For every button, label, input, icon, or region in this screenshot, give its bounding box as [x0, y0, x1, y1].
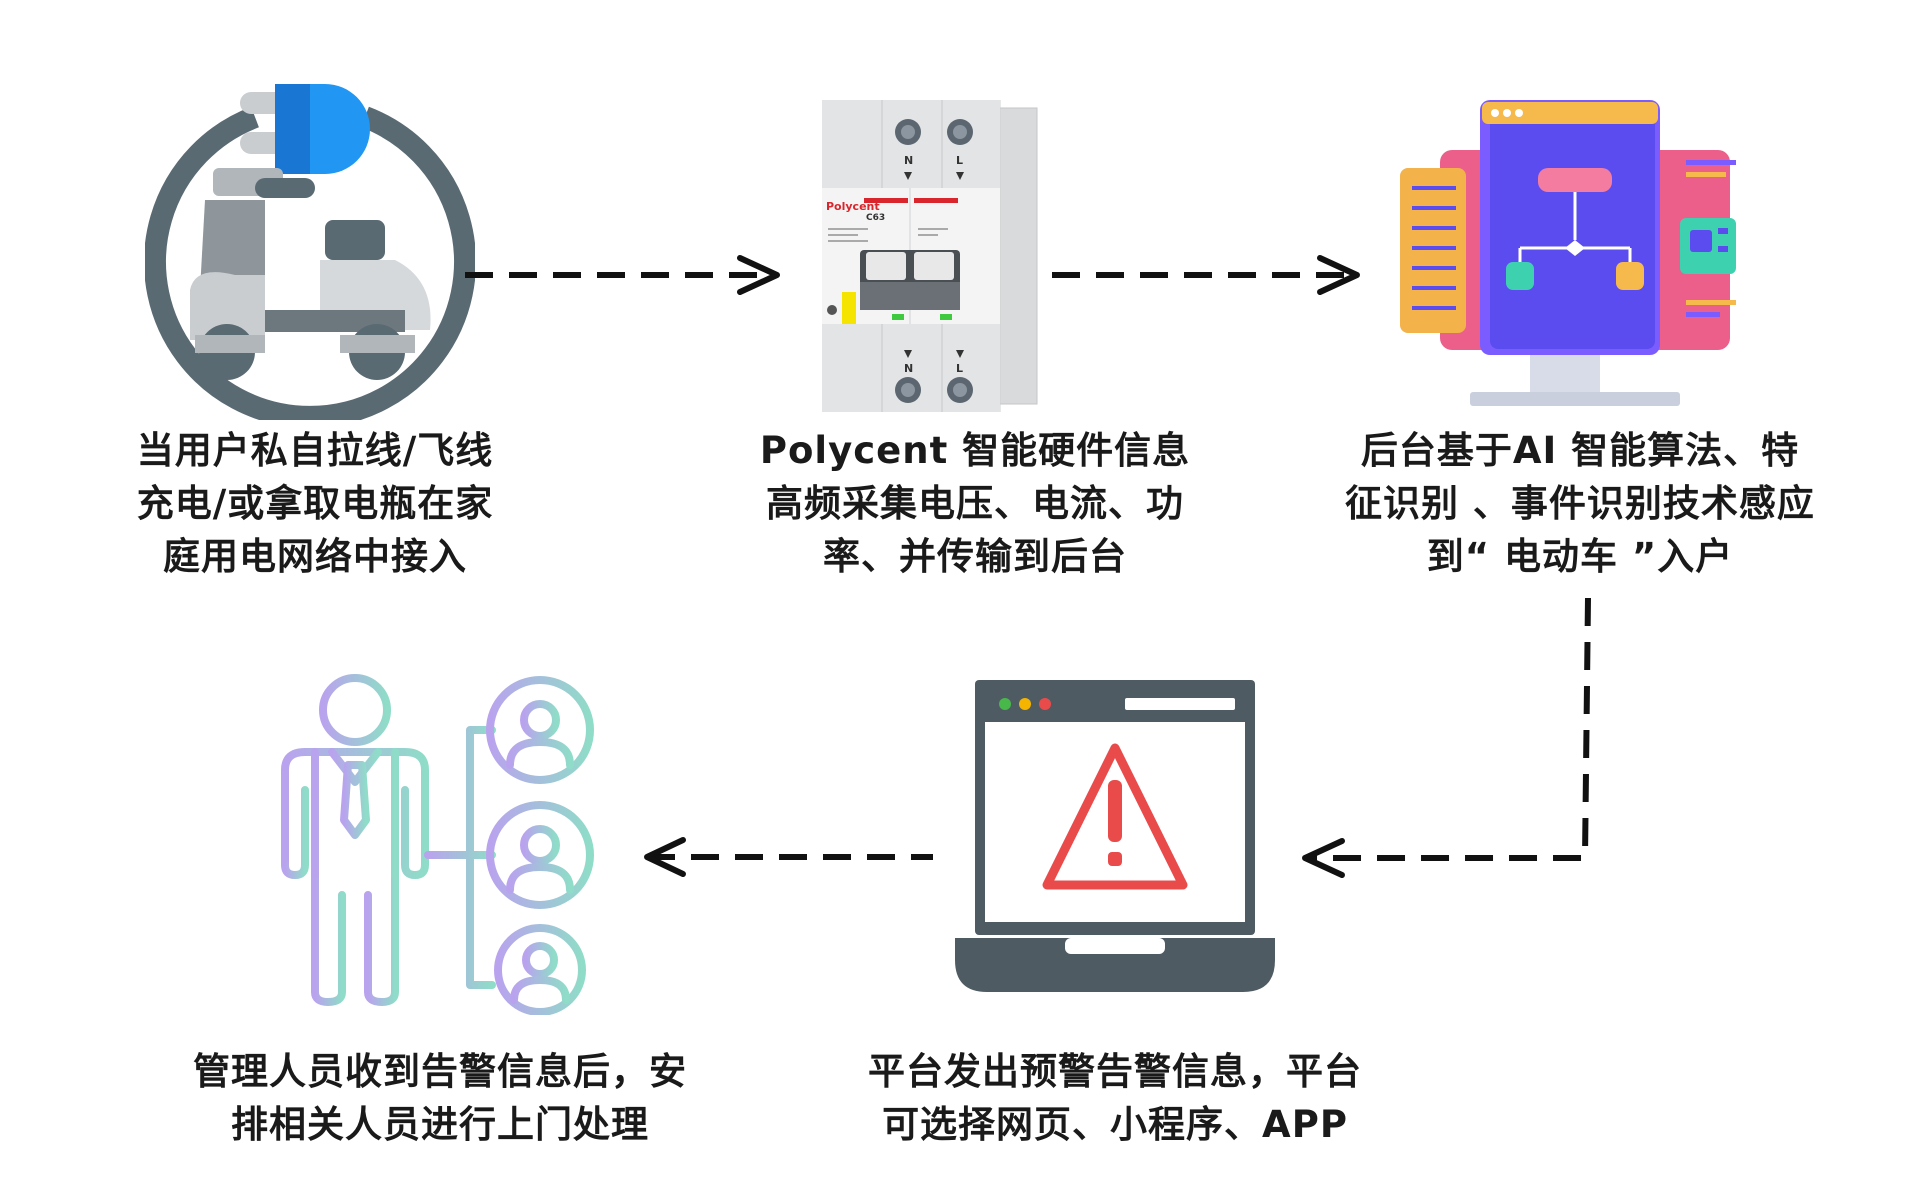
- flow-arrow-2-to-3: [1052, 250, 1370, 300]
- terminal-bottom-right-label: L: [956, 362, 963, 375]
- breaker-brand: Polycent: [826, 200, 880, 213]
- step4-caption: 平台发出预警告警信息，平台 可选择网页、小程序、APP: [868, 1050, 1362, 1146]
- breaker-model: C63: [866, 213, 885, 223]
- flow-arrow-3-to-4: [1290, 598, 1610, 888]
- smart-breaker-image: N L Polycent C63 N L: [822, 100, 1042, 412]
- terminal-top-right-label: L: [956, 154, 963, 167]
- step1-caption: 当用户私自拉线/飞线 充电/或拿取电瓶在家 庭用电网络中接入: [136, 429, 494, 578]
- terminal-bottom-left-label: N: [904, 362, 913, 375]
- manager-team-icon: [270, 670, 610, 1015]
- flow-arrow-4-to-5: [635, 832, 933, 882]
- scooter-charging-icon: [145, 80, 475, 420]
- flow-arrow-1-to-2: [465, 250, 790, 300]
- step2-caption: Polycent 智能硬件信息 高频采集电压、电流、功 率、并传输到后台: [759, 429, 1191, 578]
- ai-monitor-illustration: [1390, 100, 1760, 410]
- step3-caption: 后台基于AI 智能算法、特 征识别 、事件识别技术感应 到“ 电动车 ”入户: [1345, 429, 1815, 578]
- terminal-top-left-label: N: [904, 154, 913, 167]
- laptop-warning-icon: [955, 680, 1275, 995]
- step5-caption: 管理人员收到告警信息后，安 排相关人员进行上门处理: [193, 1050, 687, 1146]
